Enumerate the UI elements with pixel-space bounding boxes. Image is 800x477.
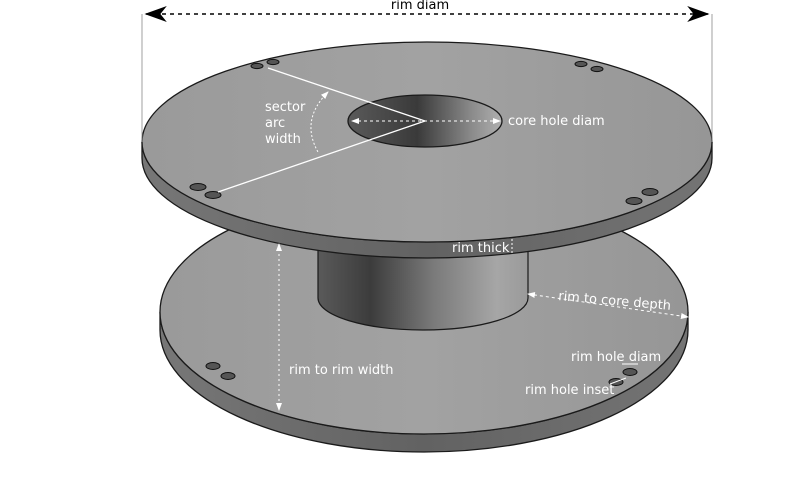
- rim-diam-dimension: [141, 6, 713, 142]
- upper-flange: [141, 41, 713, 259]
- rim-hole: [220, 372, 236, 380]
- rim-hole: [622, 368, 638, 376]
- core-hole-diam-label: core hole diam: [508, 114, 605, 129]
- rim-hole-inset-line: [609, 377, 627, 385]
- sector-lines: [217, 67, 426, 193]
- rim-to-core-depth-line: [527, 292, 689, 319]
- rim-hole: [590, 65, 604, 73]
- rim-hole: [250, 62, 264, 70]
- rim-hole: [205, 362, 221, 370]
- rim-diam-label: rim diam: [391, 0, 449, 13]
- rim-hole-diam-label: rim hole diam: [571, 350, 661, 365]
- rim-hole-inset-label: rim hole inset: [525, 383, 614, 398]
- sector-label-3: width: [265, 132, 301, 147]
- sector-label-2: arc: [265, 116, 285, 131]
- rim-hole: [204, 191, 222, 199]
- rim-hole: [641, 188, 659, 196]
- rim-to-rim-width-label: rim to rim width: [289, 363, 394, 378]
- rim-hole: [625, 197, 643, 205]
- sector-label-1: sector: [265, 100, 306, 115]
- rim-hole: [574, 60, 588, 68]
- rim-thick-label: rim thick: [452, 241, 510, 256]
- rim-hole: [266, 58, 280, 66]
- rim-hole: [189, 183, 207, 191]
- core-cylinder: [317, 245, 529, 331]
